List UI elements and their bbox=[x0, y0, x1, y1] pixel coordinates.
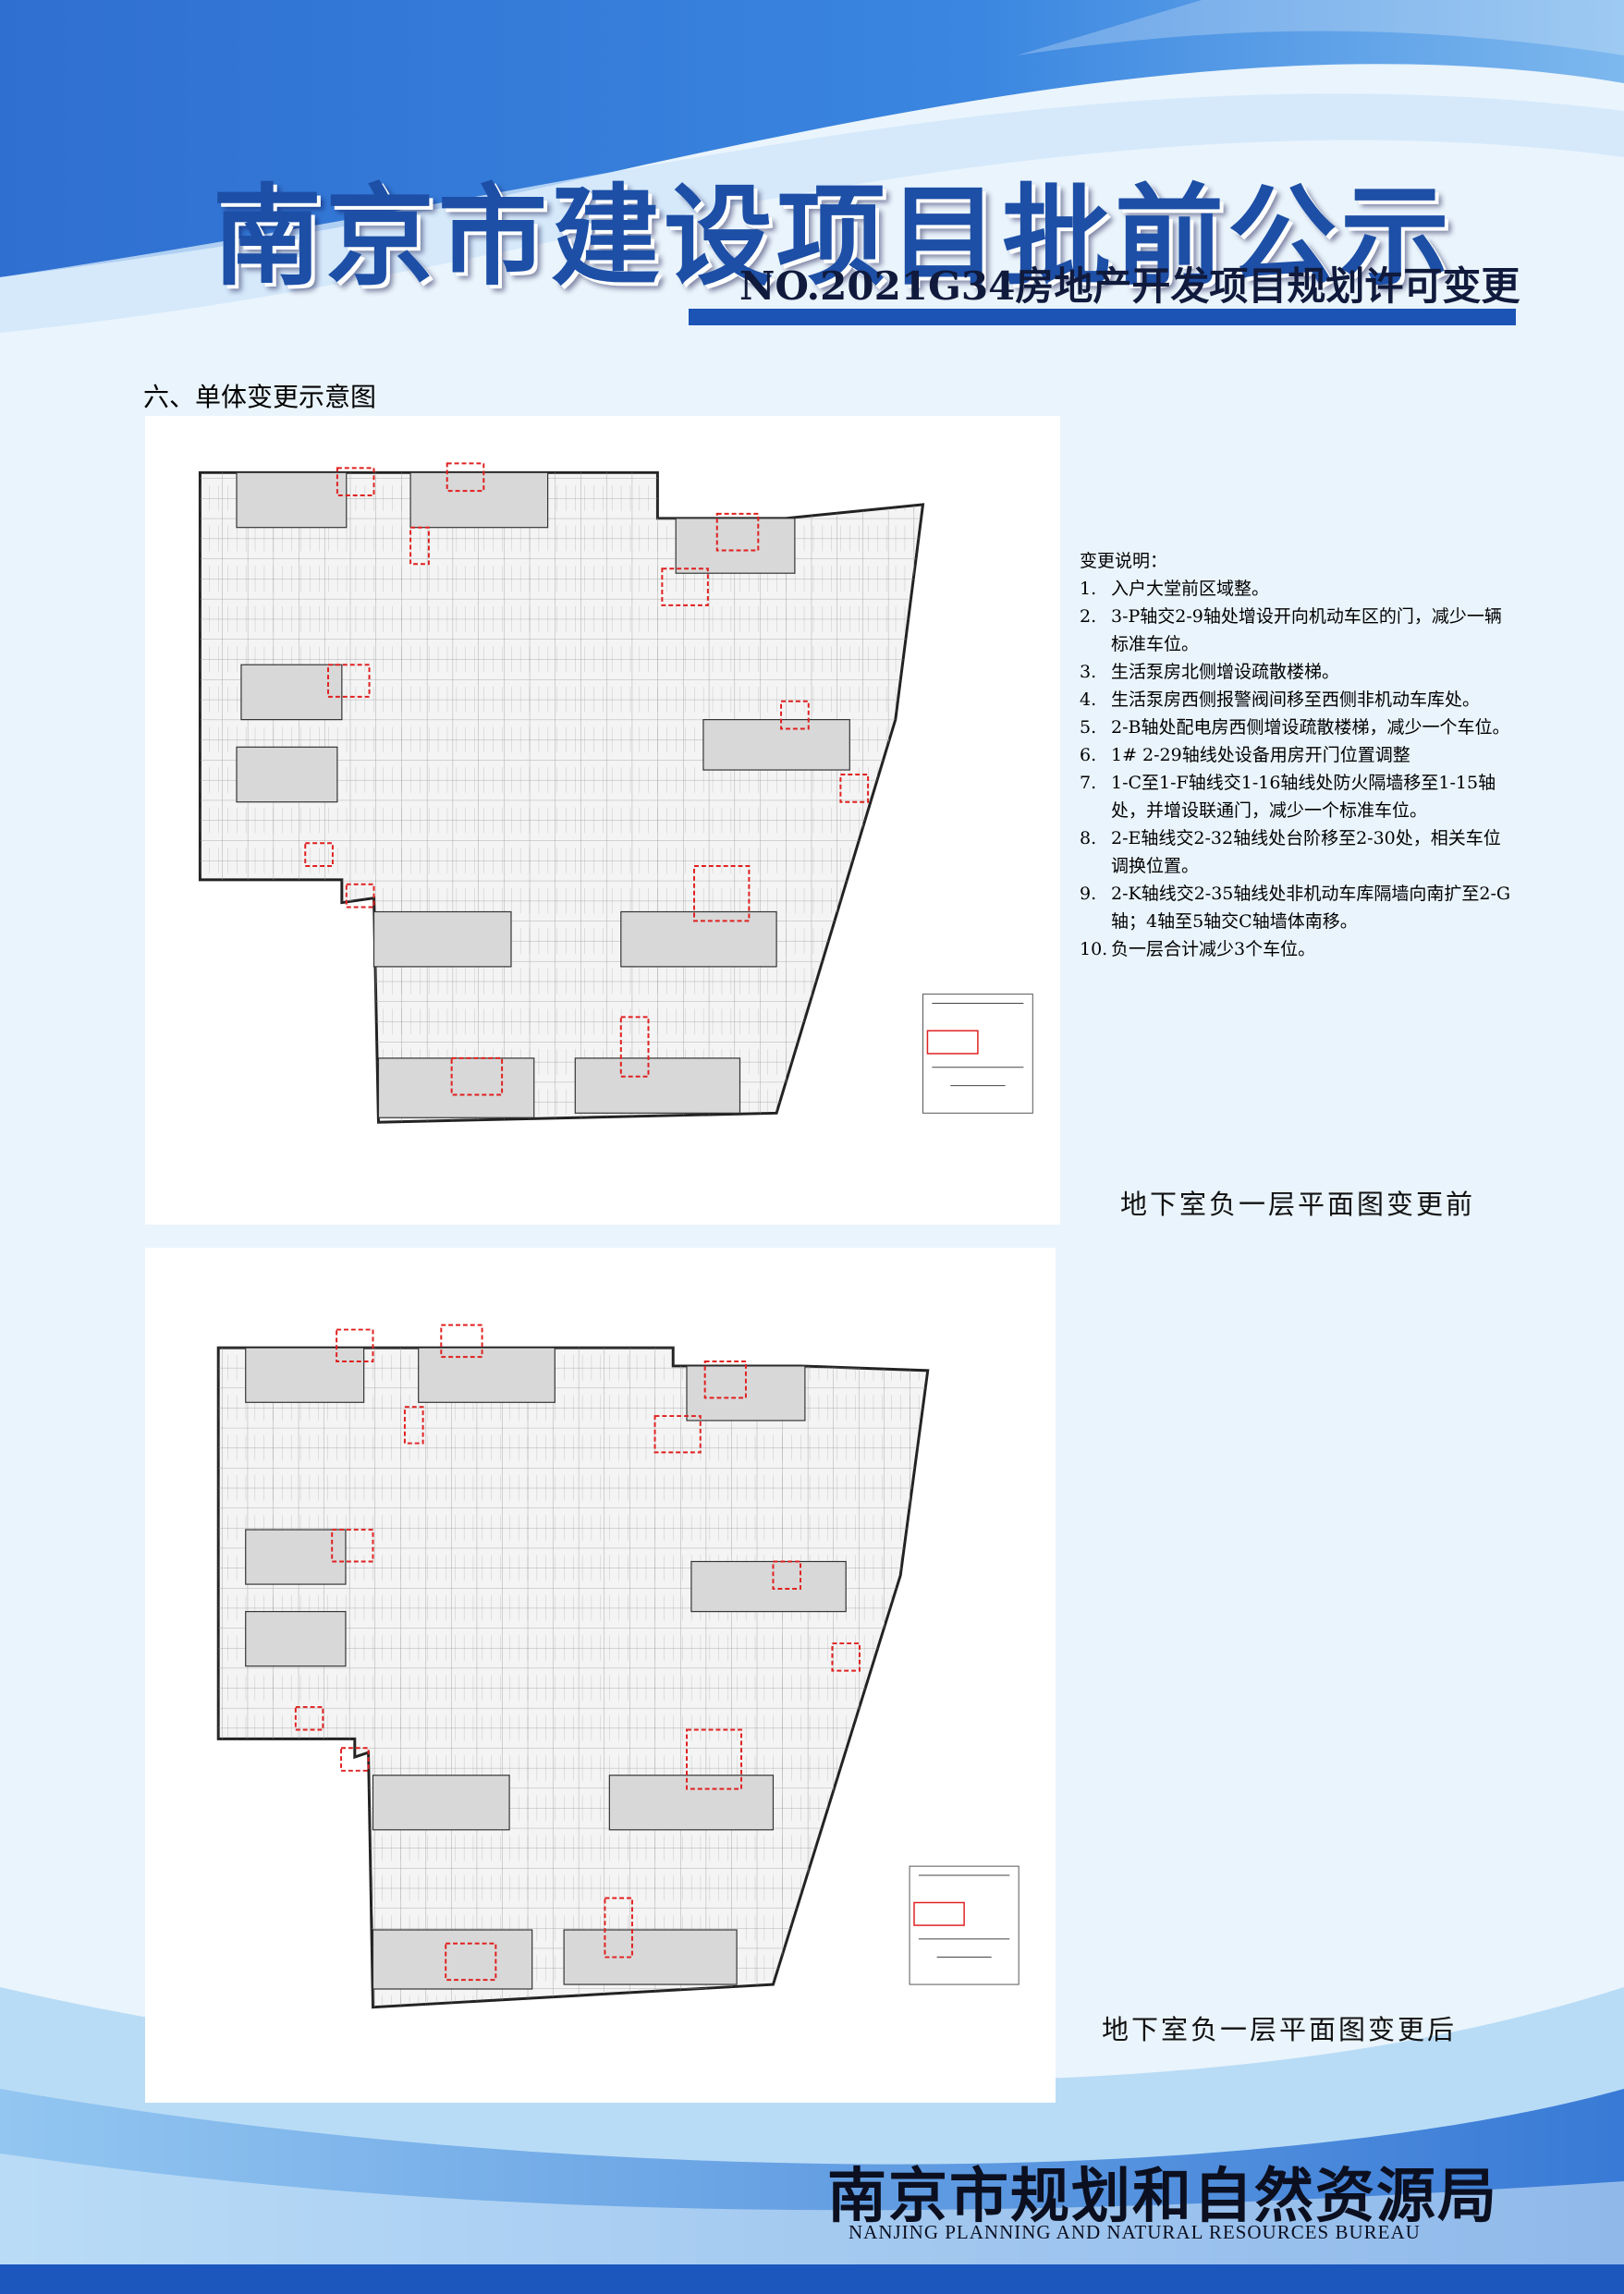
list-item: 5.2-B轴处配电房西侧增设疏散楼梯，减少一个车位。 bbox=[1080, 717, 1510, 738]
caption-before: 地下室负一层平面图变更前 bbox=[1120, 1189, 1476, 1220]
page-title: 南京市建设项目批前公示 bbox=[213, 172, 1454, 300]
bureau-name: 南京市规划和自然资源局 bbox=[827, 2162, 1498, 2231]
plan-buildings bbox=[236, 471, 850, 1118]
change-notes: 变更说明： 1.入户大堂前区域整。 2.3-P轴交2-9轴处增设开向机动车区的门… bbox=[1080, 547, 1514, 963]
list-item: 10.负一层合计减少3个车位。 bbox=[1080, 939, 1316, 959]
list-item: 6.1# 2-29轴线处设备用房开门位置调整 bbox=[1080, 745, 1410, 765]
page-subtitle: NO.2021G34房地产开发项目规划许可变更 bbox=[739, 263, 1520, 309]
floor-plan-before-drawing bbox=[198, 462, 1033, 1124]
list-item: 3.生活泵房北侧增设疏散楼梯。 bbox=[1080, 662, 1340, 682]
floor-plan-after-drawing bbox=[216, 1324, 1020, 2009]
plan-revision-clouds bbox=[304, 462, 870, 1096]
list-item: 9.2-K轴线交2-35轴线处非机动车库隔墙向南扩至2-G轴；4轴至5轴交C轴墙… bbox=[1080, 884, 1511, 932]
floor-plan-before bbox=[145, 416, 1060, 1225]
plan-legend bbox=[909, 1865, 1020, 1985]
bureau-name-en: NANJING PLANNING AND NATURAL RESOURCES B… bbox=[849, 2221, 1421, 2243]
notes-title: 变更说明： bbox=[1080, 551, 1168, 571]
floor-plan-after bbox=[145, 1248, 1056, 2103]
notes-list: 1.入户大堂前区域整。 2.3-P轴交2-9轴处增设开向机动车区的门，减少一辆标… bbox=[1080, 575, 1514, 963]
list-item: 1.入户大堂前区域整。 bbox=[1080, 579, 1270, 599]
caption-after: 地下室负一层平面图变更后 bbox=[1102, 2014, 1458, 2045]
list-item: 8.2-E轴线交2-32轴线处台阶移至2-30处，相关车位调换位置。 bbox=[1080, 828, 1501, 876]
plan-legend bbox=[922, 994, 1033, 1114]
plan-outline bbox=[216, 1346, 930, 2009]
plan-buildings bbox=[245, 1347, 847, 1990]
footer-bar bbox=[0, 2264, 1624, 2294]
subtitle-underline bbox=[689, 309, 1516, 325]
list-item: 4.生活泵房西侧报警阀间移至西侧非机动车库处。 bbox=[1080, 689, 1481, 710]
list-item: 2.3-P轴交2-9轴处增设开向机动车区的门，减少一辆标准车位。 bbox=[1080, 606, 1502, 654]
list-item: 7.1-C至1-F轴线交1-16轴线处防火隔墙移至1-15轴处，并增设联通门，减… bbox=[1080, 773, 1496, 821]
section-title: 六、单体变更示意图 bbox=[143, 382, 377, 412]
